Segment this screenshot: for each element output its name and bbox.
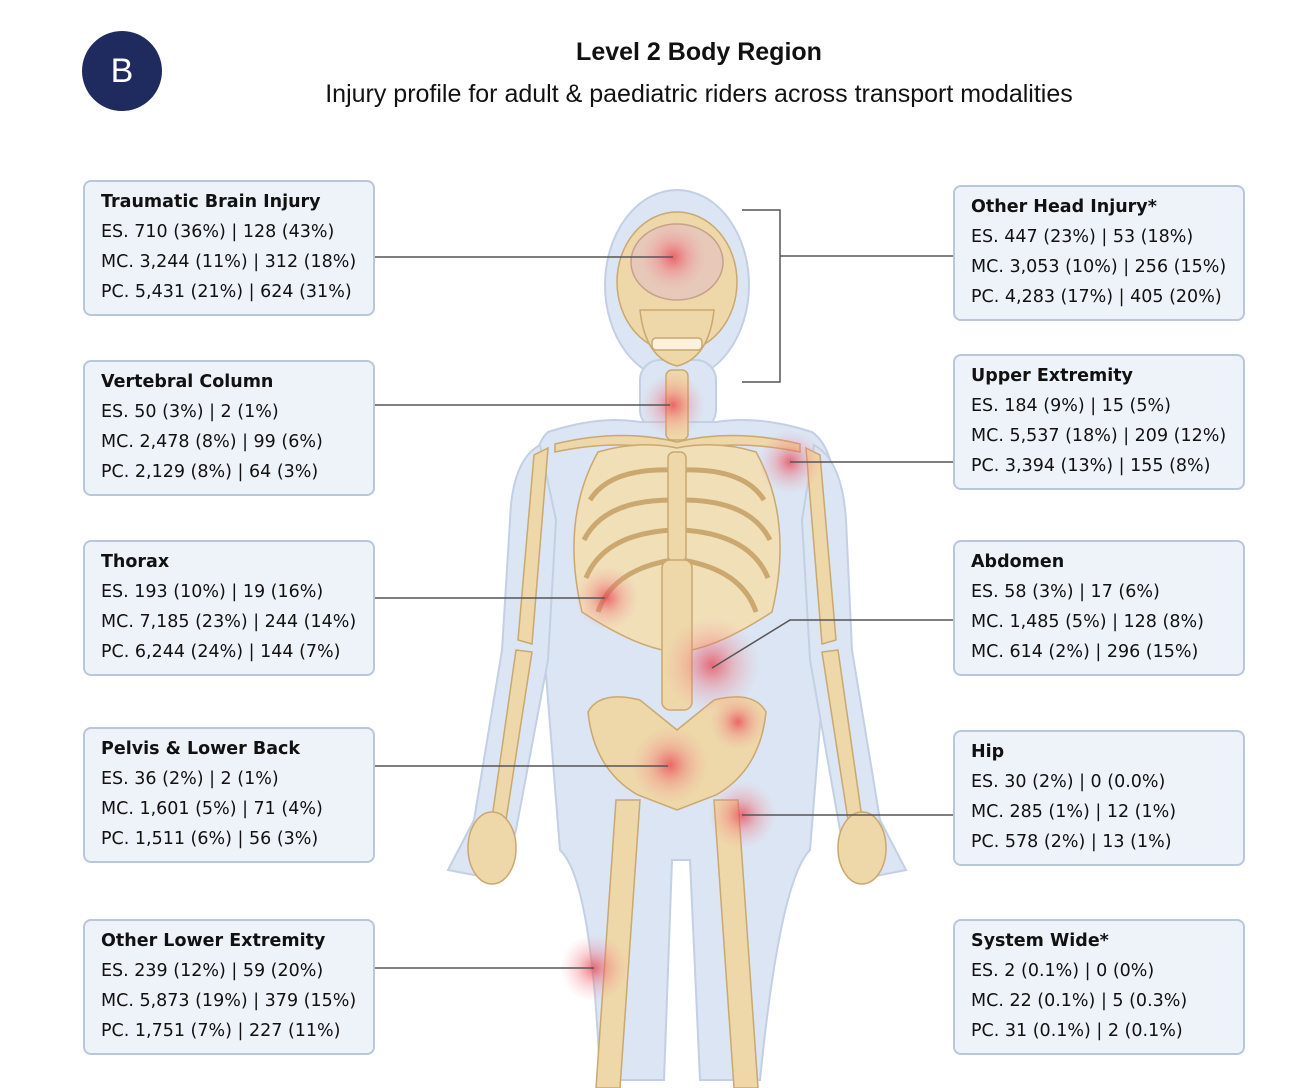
region-line-mc: MC. 5,537 (18%) | 209 (12%) [971,426,1227,446]
region-line-mc: MC. 3,244 (11%) | 312 (18%) [101,252,357,272]
region-box-thorax: Thorax ES. 193 (10%) | 19 (16%) MC. 7,18… [83,540,375,676]
left-humerus [517,446,549,645]
region-line-es: ES. 36 (2%) | 2 (1%) [101,769,279,789]
hotspot-vertebral [641,373,705,437]
sternum [667,451,687,563]
region-line-mc: MC. 1,601 (5%) | 71 (4%) [101,799,323,819]
region-line-mc: MC. 3,053 (10%) | 256 (15%) [971,257,1227,277]
region-name: Traumatic Brain Injury [101,192,321,212]
region-name: Other Head Injury* [971,197,1157,217]
region-box-system-wide: System Wide* ES. 2 (0.1%) | 0 (0%) MC. 2… [953,919,1245,1055]
region-line-mc: MC. 5,873 (19%) | 379 (15%) [101,991,357,1011]
left-hand [467,811,517,885]
region-line-mc: MC. 285 (1%) | 12 (1%) [971,802,1177,822]
region-line-pc: PC. 5,431 (21%) | 624 (31%) [101,282,352,302]
region-name: Vertebral Column [101,372,274,392]
region-line-es: ES. 193 (10%) | 19 (16%) [101,582,324,602]
panel-label-badge: B [82,31,162,111]
region-box-upper-extremity: Upper Extremity ES. 184 (9%) | 15 (5%) M… [953,354,1245,490]
region-line-es: ES. 2 (0.1%) | 0 (0%) [971,961,1155,981]
connector-head-bracket [742,209,953,383]
region-line-pc: PC. 4,283 (17%) | 405 (20%) [971,287,1222,307]
region-box-abdomen: Abdomen ES. 58 (3%) | 17 (6%) MC. 1,485 … [953,540,1245,676]
region-box-vertebral-column: Vertebral Column ES. 50 (3%) | 2 (1%) MC… [83,360,375,496]
region-line-es: ES. 58 (3%) | 17 (6%) [971,582,1160,602]
hotspot-thorax [575,566,639,630]
connector-lines [375,209,953,969]
region-line-pc: PC. 31 (0.1%) | 2 (0.1%) [971,1021,1183,1041]
region-line-mc: MC. 22 (0.1%) | 5 (0.3%) [971,991,1188,1011]
region-name: Other Lower Extremity [101,931,326,951]
region-line-mc-2: MC. 614 (2%) | 296 (15%) [971,642,1199,662]
region-line-mc: MC. 7,185 (23%) | 244 (14%) [101,612,357,632]
region-box-traumatic-brain-injury: Traumatic Brain Injury ES. 710 (36%) | 1… [83,180,375,316]
hotspot-pelvis [632,727,708,803]
region-line-pc: PC. 6,244 (24%) | 144 (7%) [101,642,341,662]
region-name: Upper Extremity [971,366,1133,386]
ribs [581,467,773,613]
region-line-pc: PC. 578 (2%) | 13 (1%) [971,832,1172,852]
injury-hotspots [560,223,822,1002]
region-name: Thorax [101,552,170,572]
region-name: Abdomen [971,552,1065,572]
region-line-pc: PC. 1,751 (7%) | 227 (11%) [101,1021,341,1041]
hotspot-lower-back [710,694,766,750]
connector-abdomen [711,619,953,669]
region-line-pc: PC. 1,511 (6%) | 56 (3%) [101,829,319,849]
diagram-subtitle: Injury profile for adult & paediatric ri… [325,80,1073,108]
region-name: Pelvis & Lower Back [101,739,301,759]
region-line-es: ES. 710 (36%) | 128 (43%) [101,222,335,242]
region-line-es: ES. 30 (2%) | 0 (0.0%) [971,772,1166,792]
region-line-pc: PC. 3,394 (13%) | 155 (8%) [971,456,1211,476]
region-name: System Wide* [971,931,1109,951]
region-name: Hip [971,742,1005,762]
region-line-es: ES. 447 (23%) | 53 (18%) [971,227,1194,247]
region-line-es: ES. 184 (9%) | 15 (5%) [971,396,1171,416]
region-box-other-head-injury: Other Head Injury* ES. 447 (23%) | 53 (1… [953,185,1245,321]
diagram-title: Level 2 Body Region [576,38,822,66]
region-box-other-lower-extremity: Other Lower Extremity ES. 239 (12%) | 59… [83,919,375,1055]
region-line-mc: MC. 1,485 (5%) | 128 (8%) [971,612,1204,632]
region-line-pc: PC. 2,129 (8%) | 64 (3%) [101,462,319,482]
region-line-es: ES. 239 (12%) | 59 (20%) [101,961,324,981]
region-box-hip: Hip ES. 30 (2%) | 0 (0.0%) MC. 285 (1%) … [953,730,1245,866]
hotspot-abdomen [664,617,760,713]
teeth [651,337,703,351]
right-hand [837,811,887,885]
region-line-mc: MC. 2,478 (8%) | 99 (6%) [101,432,323,452]
region-box-pelvis-lower-back: Pelvis & Lower Back ES. 36 (2%) | 2 (1%)… [83,727,375,863]
region-line-es: ES. 50 (3%) | 2 (1%) [101,402,279,422]
